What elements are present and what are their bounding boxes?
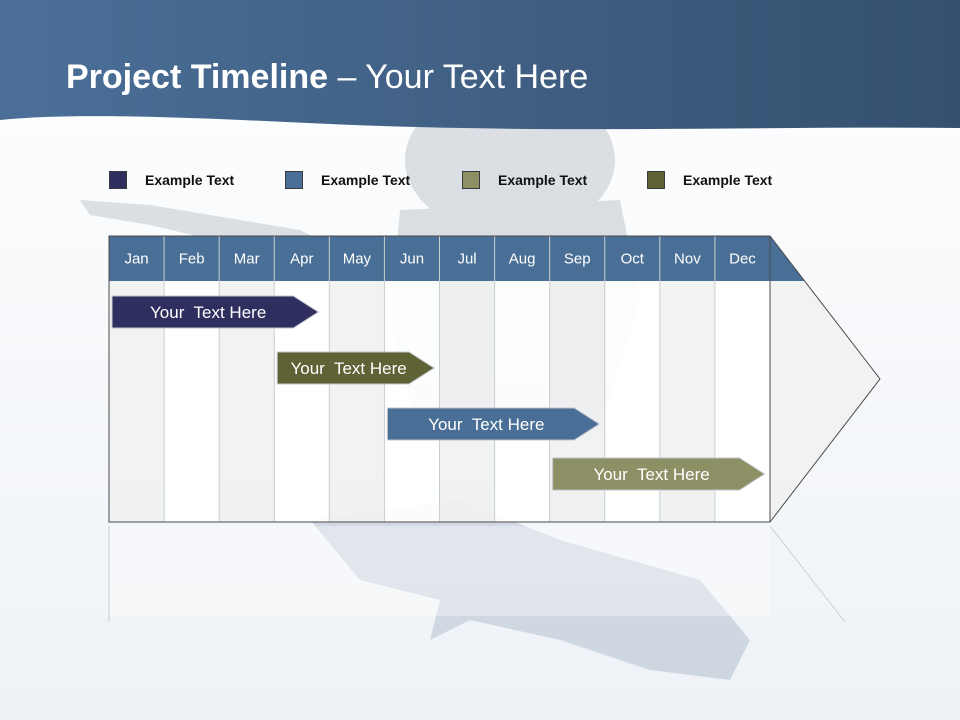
title-bold: Project Timeline	[66, 58, 329, 96]
timeline-reflection	[109, 526, 770, 616]
legend-swatch	[462, 171, 480, 189]
legend-swatch	[647, 171, 665, 189]
legend-item-2: Example Text	[285, 170, 410, 190]
legend-item-3: Example Text	[462, 170, 587, 190]
month-label-jun: Jun	[400, 251, 424, 268]
task-bar	[276, 351, 435, 385]
month-label-oct: Oct	[621, 251, 645, 268]
month-label-nov: Nov	[674, 251, 701, 268]
header-band	[0, 0, 960, 130]
month-label-jan: Jan	[124, 251, 148, 268]
task-bar-label: Your Text Here	[150, 303, 266, 322]
legend-label: Example Text	[321, 172, 411, 188]
reflection-edge-right	[769, 525, 846, 623]
arrow-head	[770, 281, 880, 522]
month-label-feb: Feb	[179, 251, 205, 268]
task-bar-label: Your Text Here	[593, 465, 709, 484]
month-label-dec: Dec	[729, 251, 756, 268]
month-column	[494, 281, 550, 522]
timeline-outline	[108, 235, 881, 523]
legend-item-4: Example Text	[647, 170, 772, 190]
month-column	[439, 281, 495, 522]
legend-label: Example Text	[683, 172, 773, 188]
task-bar	[552, 457, 766, 491]
task-bar	[386, 407, 601, 441]
month-column	[329, 281, 385, 522]
month-label-mar: Mar	[234, 251, 260, 268]
legend-swatch	[285, 171, 303, 189]
month-label-apr: Apr	[290, 251, 313, 268]
legend-label: Example Text	[498, 172, 588, 188]
month-label-may: May	[343, 251, 372, 268]
month-column	[384, 281, 440, 522]
title-rest: – Your Text Here	[328, 58, 589, 96]
month-label-sep: Sep	[564, 251, 591, 268]
page-title: Project Timeline – Your Text Here	[66, 58, 588, 97]
task-bar	[111, 295, 320, 329]
task-bar-label: Your Text Here	[290, 359, 406, 378]
month-header-band	[109, 236, 805, 281]
task-bar-label: Your Text Here	[428, 415, 544, 434]
month-label-aug: Aug	[509, 251, 536, 268]
legend-swatch	[109, 171, 127, 189]
legend-item-1: Example Text	[109, 170, 234, 190]
legend-label: Example Text	[145, 172, 235, 188]
month-label-jul: Jul	[457, 251, 476, 268]
